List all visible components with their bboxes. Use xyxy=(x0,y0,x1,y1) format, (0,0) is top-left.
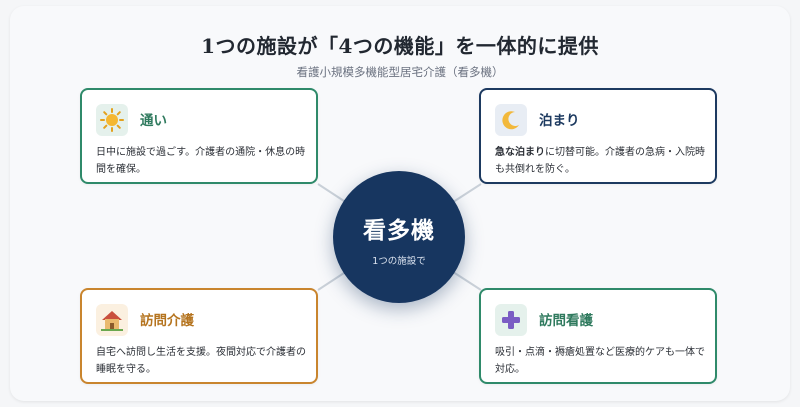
card-tomari: 泊まり 急な泊まりに切替可能。介護者の急病・入院時も共倒れを防ぐ。 xyxy=(479,88,717,184)
card-houmon: 訪問介護 自宅へ訪問し生活を支援。夜間対応で介護者の睡眠を守る。 xyxy=(80,288,318,384)
moon-icon xyxy=(495,104,527,136)
card-tsuu-body: 日中に施設で過ごす。介護者の通院・休息の時間を確保。 xyxy=(96,147,306,175)
center-circle: 看多機 1つの施設で xyxy=(333,171,465,303)
card-tomari-body-rest: に切替可能。介護者の急病・入院時も共倒れを防ぐ。 xyxy=(495,147,705,175)
diagram-subtitle: 看護小規模多機能型居宅介護（看多機） xyxy=(296,65,504,79)
house-icon xyxy=(96,304,128,336)
card-kango-title: 訪問看護 xyxy=(539,313,593,329)
diagram-title: 1つの施設が「4つの機能」を一体的に提供 xyxy=(201,34,599,58)
center-title: 看多機 xyxy=(363,217,435,244)
card-tsuu-title: 通い xyxy=(140,113,167,129)
card-tomari-body-emphasis: 急な泊まり xyxy=(495,147,545,158)
card-kango-body: 吸引・点滴・褥瘡処置など医療的ケアも一体で対応。 xyxy=(495,347,705,375)
card-kango: 訪問看護 吸引・点滴・褥瘡処置など医療的ケアも一体で対応。 xyxy=(479,288,717,384)
card-houmon-title: 訪問介護 xyxy=(140,313,194,329)
card-houmon-body: 自宅へ訪問し生活を支援。夜間対応で介護者の睡眠を守る。 xyxy=(96,347,306,375)
center-subtitle: 1つの施設で xyxy=(372,256,426,267)
sun-icon xyxy=(96,104,128,136)
card-tomari-body: 急な泊まりに切替可能。介護者の急病・入院時も共倒れを防ぐ。 xyxy=(495,144,707,178)
plus-icon xyxy=(495,304,527,336)
card-tsuu: 通い 日中に施設で過ごす。介護者の通院・休息の時間を確保。 xyxy=(80,88,318,184)
card-tomari-title: 泊まり xyxy=(539,113,580,129)
